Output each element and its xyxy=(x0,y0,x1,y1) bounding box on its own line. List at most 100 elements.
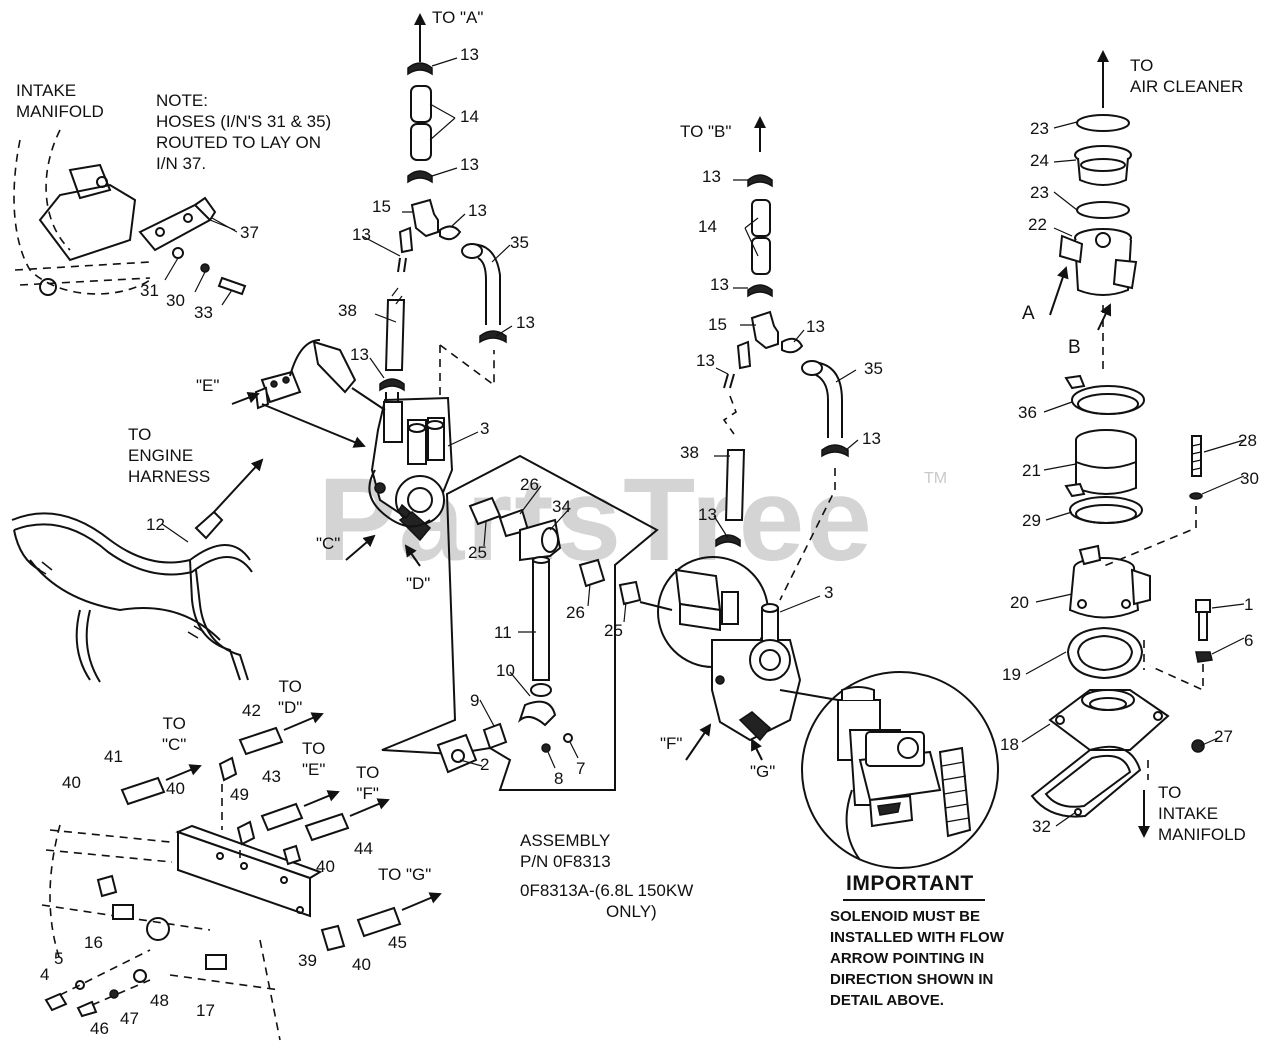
callout: 13 xyxy=(350,345,369,364)
note-line-2: HOSES (I/N'S 31 & 35) xyxy=(156,112,332,131)
callout: 33 xyxy=(194,303,213,322)
to-engine-harness-line-1: TO xyxy=(128,425,152,444)
callout: 15 xyxy=(372,197,391,216)
important-line-3: ARROW POINTING IN xyxy=(830,950,985,967)
callout: 45 xyxy=(388,933,407,952)
intake-manifold-drawing xyxy=(13,129,247,306)
to-intake-manifold-line-3: MANIFOLD xyxy=(1158,825,1246,844)
important-title: IMPORTANT xyxy=(846,872,974,895)
callout: 29 xyxy=(1022,511,1041,530)
assembly-outline xyxy=(381,454,659,791)
assembly-part-number: P/N 0F8313 xyxy=(520,852,611,871)
callout: 9 xyxy=(470,691,480,710)
important-line-1: SOLENOID MUST BE xyxy=(830,908,981,925)
callout: 7 xyxy=(576,759,586,778)
to-e-line-2: "E" xyxy=(302,760,326,779)
note-line-1: NOTE: xyxy=(156,91,208,110)
left-regulator-hoses xyxy=(379,13,507,412)
to-intake-manifold-line-1: TO xyxy=(1158,783,1182,802)
left-regulator-body xyxy=(368,392,454,542)
callout: 11 xyxy=(494,623,512,642)
callout: 46 xyxy=(90,1019,109,1038)
callout: 34 xyxy=(552,497,571,516)
callout: 42 xyxy=(242,701,261,720)
callout: 19 xyxy=(1002,665,1021,684)
to-e-line-1: TO xyxy=(302,739,326,758)
callout: 10 xyxy=(496,661,515,680)
callout: 13 xyxy=(468,201,487,220)
to-d-line-1: TO xyxy=(278,677,302,696)
callout: 40 xyxy=(166,779,185,798)
callout: 27 xyxy=(1214,727,1233,746)
to-f-line-2: "F" xyxy=(356,784,379,803)
callout: 13 xyxy=(702,167,721,186)
assembly-label: ASSEMBLY P/N 0F8313 xyxy=(520,830,611,872)
hose-routing-note: NOTE: HOSES (I/N'S 31 & 35) ROUTED TO LA… xyxy=(156,90,331,174)
callout: 39 xyxy=(298,951,317,970)
callout: 13 xyxy=(352,225,371,244)
to-c-label: TO "C" xyxy=(162,713,186,755)
callout: 23 xyxy=(1030,119,1049,138)
engine-harness xyxy=(11,458,264,683)
callout: 13 xyxy=(710,275,729,294)
callout: 13 xyxy=(862,429,881,448)
callout: 20 xyxy=(1010,593,1029,612)
callout: 31 xyxy=(140,281,159,300)
assembly-variant-line-1: 0F8313A-(6.8L 150KW xyxy=(520,881,694,900)
watermark-trademark: TM xyxy=(924,470,948,487)
to-c-line-1: TO xyxy=(162,714,186,733)
right-regulator-body xyxy=(639,556,839,742)
callout: 13 xyxy=(516,313,535,332)
flow-label-a: A xyxy=(1022,303,1035,324)
intake-manifold-line-1: INTAKE xyxy=(16,81,77,100)
to-b-label: TO "B" xyxy=(680,122,732,141)
callout: 17 xyxy=(196,1001,215,1020)
callout: 25 xyxy=(604,621,623,640)
callout: 40 xyxy=(62,773,81,792)
callout: 6 xyxy=(1244,631,1254,650)
to-a-label: TO "A" xyxy=(432,8,484,27)
callout: 40 xyxy=(352,955,371,974)
important-line-2: INSTALLED WITH FLOW xyxy=(830,929,1004,946)
callout: 37 xyxy=(240,223,259,242)
to-intake-manifold-line-2: INTAKE xyxy=(1158,804,1219,823)
intake-manifold-label: INTAKE MANIFOLD xyxy=(16,80,104,122)
flow-label-c: "C" xyxy=(316,534,341,553)
flow-label-e: "E" xyxy=(196,376,220,395)
solenoid-detail xyxy=(801,671,999,869)
callout: 28 xyxy=(1238,431,1257,450)
callout: 15 xyxy=(708,315,727,334)
callout: 35 xyxy=(510,233,529,252)
to-air-cleaner-line-2: AIR CLEANER xyxy=(1130,77,1244,96)
callout: 22 xyxy=(1028,215,1047,234)
flow-label-g: "G" xyxy=(750,762,776,781)
to-g-label: TO "G" xyxy=(378,865,432,884)
to-f-line-1: TO xyxy=(356,763,380,782)
to-f-label: TO "F" xyxy=(356,762,379,804)
to-d-line-2: "D" xyxy=(278,698,303,717)
callout: 30 xyxy=(166,291,185,310)
air-cleaner-stack xyxy=(1030,50,1213,838)
flow-label-f: "F" xyxy=(660,734,683,753)
important-line-5: DETAIL ABOVE. xyxy=(830,992,944,1009)
callout: 49 xyxy=(230,785,249,804)
to-intake-manifold-label: TO INTAKE MANIFOLD xyxy=(1158,782,1246,845)
callout: 26 xyxy=(566,603,585,622)
manifold-block xyxy=(41,712,442,1041)
callout: 32 xyxy=(1032,817,1051,836)
callout: 13 xyxy=(460,45,479,64)
assembly-variant-line-2: ONLY) xyxy=(606,902,657,921)
to-engine-harness-line-3: HARNESS xyxy=(128,467,211,486)
callout: 1 xyxy=(1244,595,1254,614)
callout: 8 xyxy=(554,769,564,788)
to-engine-harness-label: TO ENGINE HARNESS xyxy=(128,424,210,487)
callout: 21 xyxy=(1022,461,1041,480)
callout: 40 xyxy=(316,857,335,876)
important-note: SOLENOID MUST BE INSTALLED WITH FLOW ARR… xyxy=(830,906,1004,1011)
callout: 23 xyxy=(1030,183,1049,202)
flow-label-b: B xyxy=(1068,337,1081,358)
callout: 25 xyxy=(468,543,487,562)
callout: 12 xyxy=(146,515,165,534)
intake-manifold-line-2: MANIFOLD xyxy=(16,102,104,121)
